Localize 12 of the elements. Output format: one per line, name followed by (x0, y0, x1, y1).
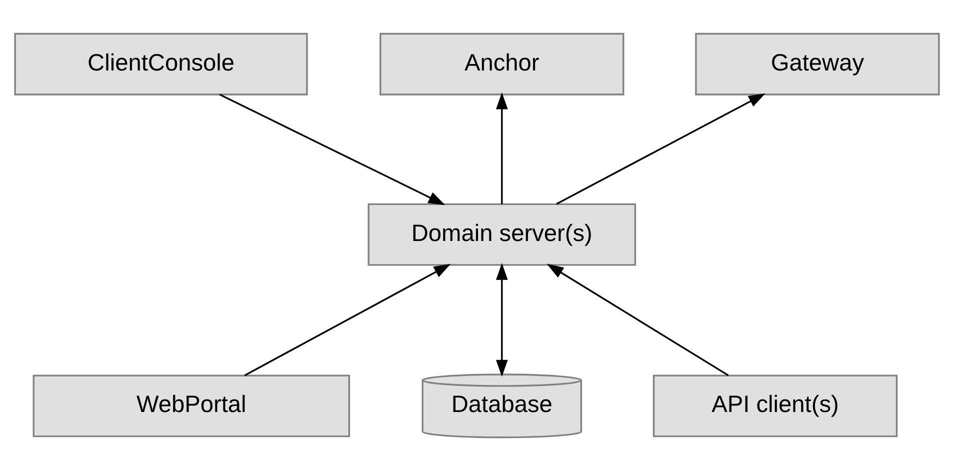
node-box: Domain server(s) (368, 203, 636, 266)
arrow (219, 94, 446, 206)
node-box: Gateway (695, 32, 940, 96)
arrow (244, 264, 451, 376)
node-box: Anchor (380, 32, 624, 96)
arrow (546, 264, 729, 376)
arrow (556, 93, 766, 205)
node-box: API client(s) (652, 374, 898, 438)
arrow (496, 262, 508, 377)
node-box: ClientConsole (14, 32, 308, 96)
arrow (496, 92, 508, 204)
node-box: WebPortal (32, 374, 350, 438)
